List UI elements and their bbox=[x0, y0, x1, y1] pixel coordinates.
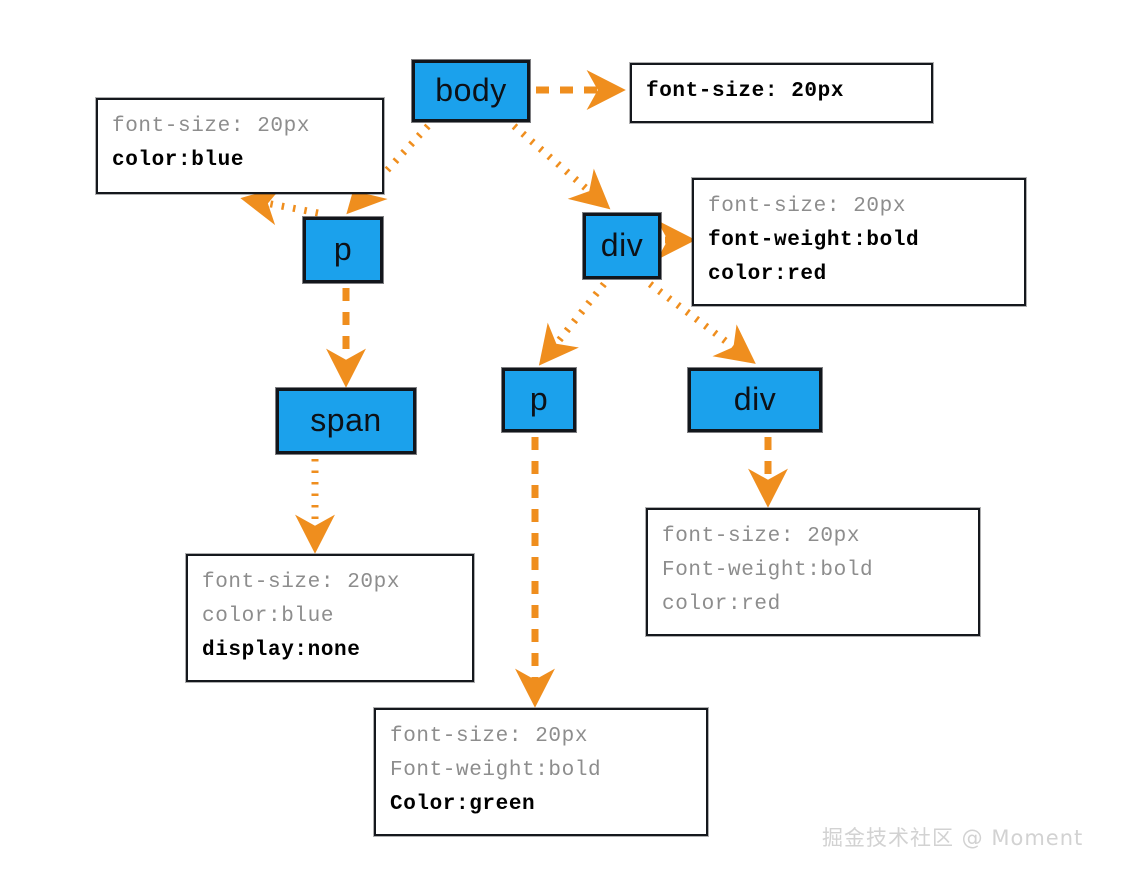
watermark: 掘金技术社区 @ Moment bbox=[822, 826, 1084, 850]
css-declaration: font-size: 20px bbox=[202, 571, 401, 594]
css-declaration: font-size: 20px bbox=[646, 80, 845, 103]
dom-node-label: body bbox=[435, 72, 507, 108]
css-declaration: Color:green bbox=[390, 793, 536, 817]
style-annotation-ann-p1: font-size: 20px color:blue bbox=[96, 98, 384, 194]
css-declaration: font-size: 20px bbox=[708, 195, 907, 218]
css-declaration: color:red bbox=[708, 263, 827, 287]
css-declaration: font-size: 20px bbox=[662, 525, 861, 548]
dom-node-p1[interactable]: p bbox=[303, 217, 383, 283]
css-declaration: Font-weight:bold bbox=[662, 559, 874, 583]
style-annotation-ann-body: font-size: 20px bbox=[630, 63, 933, 124]
css-declaration: display:none bbox=[202, 639, 361, 663]
edge-body-to-div1 bbox=[511, 123, 611, 210]
css-declaration: color:red bbox=[662, 593, 781, 617]
dom-node-div2[interactable]: div bbox=[688, 368, 822, 432]
dom-node-span[interactable]: span bbox=[276, 388, 416, 454]
dom-node-label: div bbox=[600, 227, 644, 263]
dom-node-label: span bbox=[310, 402, 382, 438]
dom-node-p2[interactable]: p bbox=[502, 368, 576, 432]
style-annotation-ann-span: font-size: 20px color:blue display:none bbox=[186, 554, 474, 683]
dom-node-label: p bbox=[529, 381, 549, 417]
css-declaration: color:blue bbox=[112, 149, 245, 173]
css-declaration: color:blue bbox=[202, 605, 335, 629]
edge-p1-to-ann bbox=[240, 185, 319, 226]
style-annotation-ann-div1: font-size: 20px font-weight:bold color:red bbox=[692, 178, 1026, 307]
css-declaration: font-weight:bold bbox=[708, 229, 920, 253]
dom-node-div1[interactable]: div bbox=[583, 213, 661, 279]
dom-node-body[interactable]: body bbox=[412, 60, 530, 122]
css-declaration: font-size: 20px bbox=[390, 725, 589, 748]
edge-div1-to-p2 bbox=[538, 281, 607, 366]
dom-node-label: div bbox=[733, 381, 777, 417]
css-declaration: Font-weight:bold bbox=[390, 759, 602, 783]
css-declaration: font-size: 20px bbox=[112, 115, 311, 138]
dom-node-label: p bbox=[333, 231, 353, 267]
